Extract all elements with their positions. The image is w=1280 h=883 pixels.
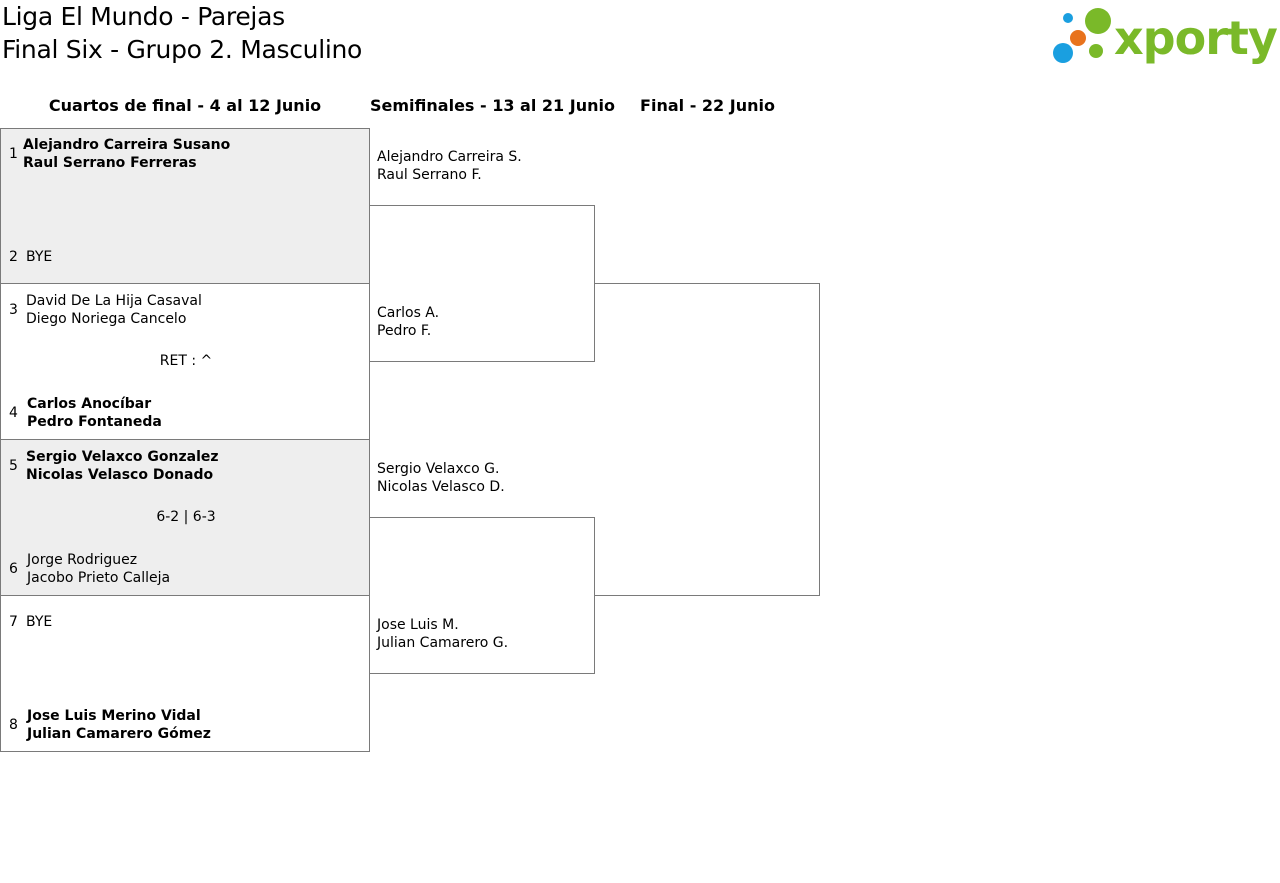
svg-text:xporty: xporty: [1114, 11, 1278, 65]
player-name: David De La Hija Casaval: [26, 293, 202, 309]
player-name: Jacobo Prieto Calleja: [27, 570, 171, 586]
player-name: Jorge Rodriguez: [27, 552, 138, 568]
semifinal-team-1: Alejandro Carreira S. Raul Serrano F.: [377, 148, 522, 184]
match-result: RET : ^: [159, 353, 213, 369]
player-name: Alejandro Carreira Susano: [23, 137, 231, 153]
quarterfinal-match-1: 1 Alejandro Carreira Susano Raul Serrano…: [0, 128, 370, 284]
seed-number: 8: [9, 717, 18, 733]
player-name: Julian Camarero Gómez: [27, 726, 211, 742]
player-name: Julian Camarero G.: [377, 635, 509, 651]
team-name: Jorge Rodriguez Jacobo Prieto Calleja: [27, 551, 170, 587]
player-name: Raul Serrano Ferreras: [23, 155, 197, 171]
match-result: 6-2 | 6-3: [156, 509, 216, 525]
semifinal-team-4: Jose Luis M. Julian Camarero G.: [377, 616, 508, 652]
player-name: Carlos Anocíbar: [27, 396, 152, 412]
quarterfinal-match-2: 3 David De La Hija Casaval Diego Noriega…: [0, 283, 370, 440]
team-name: David De La Hija Casaval Diego Noriega C…: [26, 292, 202, 328]
player-name: Sergio Velaxco G.: [377, 461, 500, 477]
seed-number: 3: [9, 302, 18, 318]
quarterfinal-match-4: 7 BYE 8 Jose Luis Merino Vidal Julian Ca…: [0, 595, 370, 752]
team-name: Sergio Velaxco Gonzalez Nicolas Velasco …: [26, 448, 219, 484]
player-name: Diego Noriega Cancelo: [26, 311, 187, 327]
player-name: Raul Serrano F.: [377, 167, 482, 183]
seed-number: 6: [9, 561, 18, 577]
round-header-quarterfinals: Cuartos de final - 4 al 12 Junio: [48, 96, 322, 115]
player-name: Nicolas Velasco Donado: [26, 467, 214, 483]
team-name: BYE: [26, 248, 52, 266]
player-name: Jose Luis Merino Vidal: [27, 708, 201, 724]
team-name: Jose Luis Merino Vidal Julian Camarero G…: [27, 707, 211, 743]
seed-number: 5: [9, 458, 18, 474]
player-name: Carlos A.: [377, 305, 440, 321]
seed-number: 2: [9, 249, 18, 265]
player-name: BYE: [26, 614, 53, 630]
seed-number: 1: [9, 146, 18, 162]
player-name: Sergio Velaxco Gonzalez: [26, 449, 219, 465]
player-name: Nicolas Velasco D.: [377, 479, 505, 495]
player-name: Alejandro Carreira S.: [377, 149, 522, 165]
xporty-logo: xporty: [1053, 8, 1278, 65]
final-match: [594, 283, 820, 596]
team-name: BYE: [26, 613, 52, 631]
round-header-semifinals: Semifinales - 13 al 21 Junio: [370, 96, 615, 115]
team-name: Alejandro Carreira Susano Raul Serrano F…: [23, 136, 230, 172]
seed-number: 7: [9, 614, 18, 630]
team-name: Carlos Anocíbar Pedro Fontaneda: [27, 395, 162, 431]
page-subtitle: Final Six - Grupo 2. Masculino: [2, 35, 363, 64]
player-name: BYE: [26, 249, 53, 265]
player-name: Pedro Fontaneda: [27, 414, 162, 430]
player-name: Pedro F.: [377, 323, 432, 339]
round-header-final: Final - 22 Junio: [640, 96, 775, 115]
semifinal-team-3: Sergio Velaxco G. Nicolas Velasco D.: [377, 460, 505, 496]
quarterfinal-match-3: 5 Sergio Velaxco Gonzalez Nicolas Velasc…: [0, 439, 370, 596]
page-title: Liga El Mundo - Parejas: [2, 2, 285, 31]
semifinal-team-2: Carlos A. Pedro F.: [377, 304, 439, 340]
seed-number: 4: [9, 405, 18, 421]
player-name: Jose Luis M.: [377, 617, 459, 633]
